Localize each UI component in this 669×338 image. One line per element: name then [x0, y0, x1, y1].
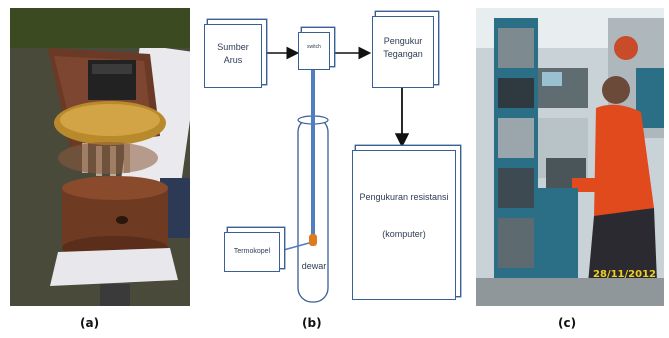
schematic-connectors [262, 46, 410, 303]
measurement-schematic: Sumber Arus switch Pengukur Tegangan Pen… [196, 6, 470, 308]
lab-setup-illustration [476, 8, 664, 306]
current-source-label-1: Sumber [217, 42, 249, 52]
lab-setup-photo: 28/11/2012 [476, 8, 664, 306]
voltage-meter-label-1: Pengukur [383, 36, 423, 46]
probe-rod [311, 68, 315, 236]
photo-date-stamp: 28/11/2012 [593, 269, 656, 280]
thermocouple-label: Termokopel [233, 248, 271, 255]
sample-holder-illustration [10, 8, 190, 306]
switch-label: switch [307, 44, 321, 50]
voltage-meter-label-2: Tegangan [383, 49, 423, 59]
caption-a: (a) [80, 316, 100, 330]
thermocouple-sensor [309, 234, 317, 246]
sample-holder-photo [10, 8, 190, 306]
current-source-label-2: Arus [223, 55, 243, 65]
dewar-label: dewar [301, 261, 327, 271]
thermocouple-lead [279, 242, 310, 252]
caption-c: (c) [558, 316, 577, 330]
thermocouple-box: Termokopel [224, 232, 280, 272]
computer-label-2: (komputer) [382, 229, 426, 239]
caption-b: (b) [302, 316, 322, 330]
voltage-meter-box: Pengukur Tegangan [372, 16, 434, 88]
computer-label-1: Pengukuran resistansi [359, 192, 449, 202]
current-source-box: Sumber Arus [204, 24, 262, 88]
computer-box: Pengukuran resistansi (komputer) [352, 150, 456, 300]
switch-box: switch [298, 32, 330, 70]
